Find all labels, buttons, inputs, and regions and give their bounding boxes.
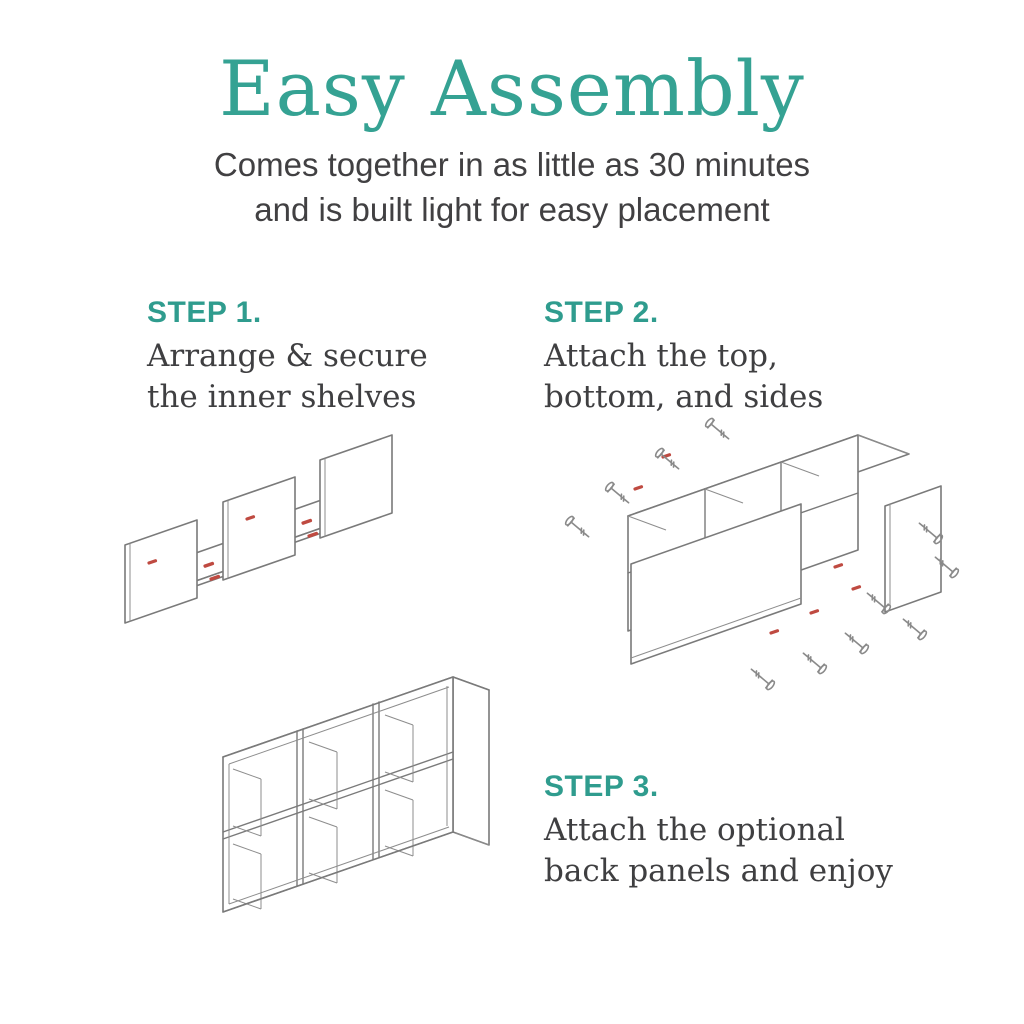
- screw-icon: [563, 514, 593, 542]
- step-3-description: Attach the optional back panels and enjo…: [544, 810, 893, 892]
- page-title: Easy Assembly: [219, 44, 805, 133]
- finished-organizer-illustration: [222, 676, 490, 913]
- step-2-desc-line-1: Attach the top,: [544, 338, 778, 374]
- frame-assembly-illustration: [563, 416, 961, 692]
- subtitle: Comes together in as little as 30 minute…: [0, 142, 1024, 232]
- step-2-desc-line-2: bottom, and sides: [544, 379, 824, 415]
- subtitle-line-1: Comes together in as little as 30 minute…: [213, 146, 811, 183]
- cam-fitting: [851, 585, 862, 591]
- step-1-desc-line-1: Arrange & secure: [147, 338, 428, 374]
- inner-shelves-illustration: [124, 434, 393, 624]
- step-1-label: STEP 1.: [147, 296, 262, 329]
- cam-fitting: [809, 609, 820, 615]
- screw-icon: [653, 446, 683, 474]
- screw-icon: [899, 614, 929, 642]
- dowel-pin: [203, 561, 215, 568]
- step-3-desc-line-1: Attach the optional: [544, 812, 845, 848]
- screw-icon: [747, 664, 777, 692]
- cam-fitting: [633, 485, 644, 491]
- cam-fitting: [769, 629, 780, 635]
- step-3-desc-line-2: back panels and enjoy: [544, 853, 893, 889]
- step-3-label: STEP 3.: [544, 770, 659, 803]
- cam-fitting: [833, 563, 844, 569]
- dowel-pin: [301, 518, 313, 525]
- step-2-description: Attach the top, bottom, and sides: [544, 336, 823, 418]
- screw-icon: [841, 628, 871, 656]
- subtitle-line-2: and is built light for easy placement: [254, 191, 770, 228]
- dowel-pin: [209, 574, 221, 581]
- dowel-pin: [307, 531, 319, 538]
- screw-icon: [703, 416, 733, 444]
- step-2-label: STEP 2.: [544, 296, 659, 329]
- step-1-description: Arrange & secure the inner shelves: [147, 336, 428, 418]
- step-1-block: STEP 1. Arrange & secure the inner shelv…: [147, 296, 428, 418]
- dowel-pin: [147, 559, 158, 565]
- step-3-block: STEP 3. Attach the optional back panels …: [544, 770, 893, 892]
- step-2-block: STEP 2. Attach the top, bottom, and side…: [544, 296, 823, 418]
- screw-icon: [603, 480, 633, 508]
- screw-icon: [799, 648, 829, 676]
- dowel-pin: [245, 515, 256, 521]
- step-1-desc-line-2: the inner shelves: [147, 379, 417, 415]
